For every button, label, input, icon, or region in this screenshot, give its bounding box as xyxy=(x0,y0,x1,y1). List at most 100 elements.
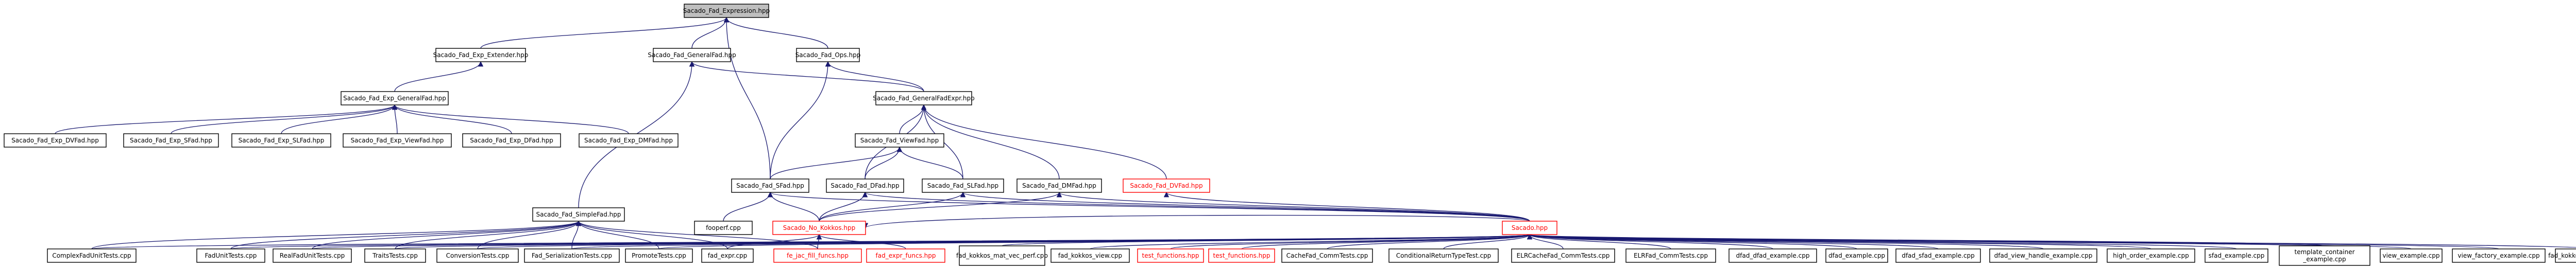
file-node-fadexpr[interactable]: fad_expr.cpp xyxy=(701,248,754,263)
file-node-genexpr[interactable]: Sacado_Fad_GeneralFadExpr.hpp xyxy=(873,91,975,105)
file-node-label: Sacado_Fad_ViewFad.hpp xyxy=(860,137,939,144)
dependency-edge-sfad-to-ops xyxy=(770,61,831,180)
file-node-label: sfad_example.cpp xyxy=(2209,252,2265,259)
dependency-edge-genexpr-to-generalfad xyxy=(689,61,924,92)
file-node-label: ComplexFadUnitTests.cpp xyxy=(52,252,131,259)
dependency-edge-kokkos-to-slfad xyxy=(819,191,966,222)
file-node-viewfad[interactable]: Sacado_Fad_ViewFad.hpp xyxy=(855,133,944,148)
dependency-edge-testfunc2-to-sacado xyxy=(1241,234,1532,249)
dependency-edge-sacado-to-sfad xyxy=(768,191,1530,222)
dependency-edge-dfaddfad-to-sacado xyxy=(1527,234,1773,249)
file-node-label: Sacado_Fad_Exp_GeneralFad.hpp xyxy=(343,95,446,102)
file-node-label: Sacado_Fad_GeneralFad.hpp xyxy=(648,51,736,59)
file-node-expslfad[interactable]: Sacado_Fad_Exp_SLFad.hpp xyxy=(231,133,331,148)
file-node-kokkos[interactable]: Sacado_No_Kokkos.hpp xyxy=(772,221,866,235)
file-node-dfaddfad[interactable]: dfad_dfad_example.cpp xyxy=(1728,248,1817,263)
file-node-testfunc2[interactable]: test_functions.hpp xyxy=(1208,248,1275,263)
file-node-complexunit[interactable]: ComplexFadUnitTests.cpp xyxy=(47,248,137,263)
file-node-label: fad_expr.cpp xyxy=(708,252,748,259)
file-node-label: Sacado_Fad_DVFad.hpp xyxy=(1130,182,1202,189)
file-node-dfadsfad[interactable]: dfad_sfad_example.cpp xyxy=(1895,248,1981,263)
file-node-extender[interactable]: Sacado_Fad_Exp_Extender.hpp xyxy=(433,48,529,62)
file-node-elrfad[interactable]: ELRFad_CommTests.cpp xyxy=(1625,248,1716,263)
dependency-edge-sfad-to-expr xyxy=(723,16,771,180)
file-node-expr[interactable]: Sacado_Fad_Expression.hpp xyxy=(683,4,770,18)
file-node-label: Sacado_Fad_GeneralFadExpr.hpp xyxy=(873,95,975,102)
file-node-label: ELRCacheFad_CommTests.cpp xyxy=(1517,252,1610,259)
dependency-edge-expslfad-to-expgen xyxy=(281,104,398,134)
dependency-edge-kokkosmat-to-sacado xyxy=(1002,234,1532,246)
file-node-highorder[interactable]: high_order_example.cpp xyxy=(2107,248,2195,263)
file-node-dvfad[interactable]: Sacado_Fad_DVFad.hpp xyxy=(1123,178,1210,193)
file-node-label: TraitsTests.cpp xyxy=(372,252,418,259)
file-node-label: fad_kokkos_hierarchical.cpp xyxy=(2548,252,2576,259)
dependency-edge-sacado-to-dmfad xyxy=(1057,191,1530,222)
file-node-conditional[interactable]: ConditionalReturnTypeTest.cpp xyxy=(1388,248,1499,263)
file-node-expdm[interactable]: Sacado_Fad_Exp_DMFad.hpp xyxy=(579,133,679,148)
file-node-label: Sacado_Fad_Exp_Extender.hpp xyxy=(433,51,529,59)
dependency-edge-sfad-to-viewfad xyxy=(770,146,903,180)
file-node-fadlu[interactable]: fe_jac_fill_funcs.hpp xyxy=(773,248,862,263)
file-node-label: Sacado_Fad_DMFad.hpp xyxy=(1022,182,1096,189)
file-node-sacado[interactable]: Sacado.hpp xyxy=(1502,221,1557,235)
file-node-label: Sacado_Fad_Exp_ViewFad.hpp xyxy=(351,137,444,144)
file-node-dfadview[interactable]: dfad_view_handle_example.cpp xyxy=(1989,248,2097,263)
file-node-generalfad[interactable]: Sacado_Fad_GeneralFad.hpp xyxy=(648,48,736,62)
file-node-label: RealFadUnitTests.cpp xyxy=(280,252,345,259)
file-node-expgen[interactable]: Sacado_Fad_Exp_GeneralFad.hpp xyxy=(341,91,449,105)
file-node-simple[interactable]: Sacado_Fad_SimpleFad.hpp xyxy=(532,207,625,222)
file-node-cachefad[interactable]: CacheFad_CommTests.cpp xyxy=(1281,248,1373,263)
dependency-edge-sacado-to-slfad xyxy=(960,191,1530,222)
file-node-kokkosview[interactable]: fad_kokkos_view.cpp xyxy=(1050,248,1130,263)
file-node-label: _example.cpp xyxy=(2302,256,2346,263)
file-node-fooperf[interactable]: fooperf.cpp xyxy=(694,221,753,235)
file-node-testfunc1[interactable]: test_functions.hpp xyxy=(1137,248,1204,263)
file-node-elrcache[interactable]: ELRCacheFad_CommTests.cpp xyxy=(1511,248,1615,263)
file-node-label: Sacado_Fad_Exp_DVFad.hpp xyxy=(11,137,99,144)
file-node-ops[interactable]: Sacado_Fad_Ops.hpp xyxy=(795,48,861,62)
file-node-label: fooperf.cpp xyxy=(706,224,741,231)
dependency-edge-generalfad-to-expr xyxy=(691,16,730,49)
file-node-promote[interactable]: PromoteTests.cpp xyxy=(625,248,693,263)
file-node-fadfunc[interactable]: fad_expr_funcs.hpp xyxy=(866,248,945,263)
file-node-kokkosmat[interactable]: fad_kokkos_mat_vec_perf.cpp xyxy=(956,245,1048,266)
file-node-label: Sacado_Fad_SimpleFad.hpp xyxy=(536,211,621,218)
dependency-edge-expdm-to-expgen xyxy=(392,104,629,134)
file-node-hierarchical[interactable]: fad_kokkos_hierarchical.cpp xyxy=(2548,248,2576,263)
file-node-realfad[interactable]: RealFadUnitTests.cpp xyxy=(273,248,352,263)
file-node-label: Sacado_Fad_Exp_SLFad.hpp xyxy=(239,137,325,144)
dependency-edge-cachefad-to-sacado xyxy=(1327,234,1532,249)
dependency-edge-kokkos-to-dfad xyxy=(819,191,868,222)
dependency-edge-extender-to-expr xyxy=(480,16,730,49)
dependency-edge-dvfad-to-genexpr xyxy=(921,104,1167,180)
file-node-expsfad[interactable]: Sacado_Fad_Exp_SFad.hpp xyxy=(123,133,219,148)
file-node-serial[interactable]: Fad_SerializationTests.cpp xyxy=(524,248,620,263)
file-node-label: Fad_SerializationTests.cpp xyxy=(532,252,612,259)
file-node-dfad[interactable]: Sacado_Fad_DFad.hpp xyxy=(826,178,904,193)
file-node-expdv[interactable]: Sacado_Fad_Exp_DVFad.hpp xyxy=(4,133,107,148)
dependency-edge-kokkos-to-dmfad xyxy=(819,191,1062,222)
file-node-viewex[interactable]: view_example.cpp xyxy=(2380,248,2443,263)
file-node-label: CacheFad_CommTests.cpp xyxy=(1286,252,1368,259)
file-node-label: Sacado_Fad_Exp_DFad.hpp xyxy=(470,137,553,144)
dependency-edge-expdfad-to-expgen xyxy=(392,104,512,134)
file-node-slfad[interactable]: Sacado_Fad_SLFad.hpp xyxy=(922,178,1004,193)
file-node-viewfactory[interactable]: view_factory_example.cpp xyxy=(2452,248,2546,263)
dependency-edge-ops-to-expr xyxy=(723,16,828,49)
file-node-label: view_factory_example.cpp xyxy=(2458,252,2539,259)
dependency-edge-sfadex-to-sacado xyxy=(1527,234,2237,249)
file-node-expdfad[interactable]: Sacado_Fad_Exp_DFad.hpp xyxy=(462,133,561,148)
file-node-sfadex[interactable]: sfad_example.cpp xyxy=(2205,248,2268,263)
file-node-sfad[interactable]: Sacado_Fad_SFad.hpp xyxy=(731,178,809,193)
node-layer: Sacado_Fad_Expression.hppSacado_Fad_Exp_… xyxy=(4,4,2576,266)
file-node-dmfad[interactable]: Sacado_Fad_DMFad.hpp xyxy=(1016,178,1102,193)
file-node-fadunit[interactable]: FadUnitTests.cpp xyxy=(196,248,265,263)
file-node-template[interactable]: template_container_example.cpp xyxy=(2279,245,2370,266)
file-node-label: Sacado_Fad_Ops.hpp xyxy=(795,51,861,59)
file-node-label: fad_expr_funcs.hpp xyxy=(876,252,936,259)
file-node-conversion[interactable]: ConversionTests.cpp xyxy=(436,248,519,263)
file-node-expview[interactable]: Sacado_Fad_Exp_ViewFad.hpp xyxy=(343,133,452,148)
dependency-edge-expgen-to-extender xyxy=(394,61,484,92)
file-node-traits[interactable]: TraitsTests.cpp xyxy=(364,248,426,263)
file-node-dfadex[interactable]: dfad_example.cpp xyxy=(1825,248,1888,263)
